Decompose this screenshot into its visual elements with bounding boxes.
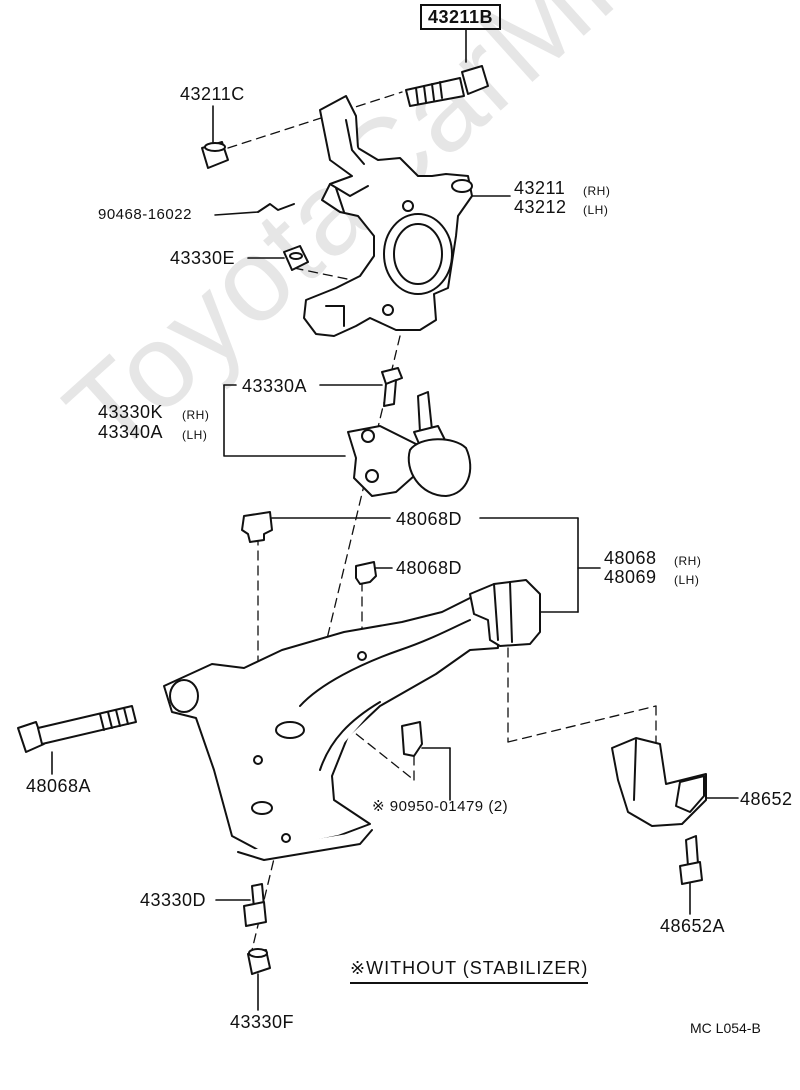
bolt-43330d <box>243 883 267 927</box>
bolt-48068a <box>17 705 137 753</box>
bracket-48652 <box>611 737 707 827</box>
nut-43211c <box>201 141 229 169</box>
bush-48068d-mid <box>355 561 377 585</box>
part-label-48069[interactable]: 48069 <box>604 567 657 587</box>
part-label-rh-2: (RH) <box>182 408 210 422</box>
part-label-43340a[interactable]: 43340A <box>98 422 164 442</box>
part-label-48068d-mid[interactable]: 48068D <box>396 558 463 578</box>
without-stabilizer-note: ※WITHOUT (STABILIZER) <box>350 958 589 984</box>
diagram-code: MC L054-B <box>690 1020 761 1036</box>
bolt-48652a <box>679 835 703 885</box>
part-label-lh: (LH) <box>583 203 609 217</box>
ball-joint <box>347 391 472 497</box>
part-label-lh-2: (LH) <box>182 428 208 442</box>
bolt-43330a <box>381 367 403 407</box>
part-label-43330a[interactable]: 43330A <box>242 376 308 396</box>
nut-43330f <box>247 948 271 975</box>
part-label-43211b[interactable]: 43211B <box>420 4 502 30</box>
part-label-43330k[interactable]: 43330K <box>98 402 164 422</box>
steering-knuckle <box>303 95 473 337</box>
part-label-43330d[interactable]: 43330D <box>140 890 207 910</box>
leader-lines <box>51 29 739 1011</box>
part-label-90468-16022[interactable]: 90468-16022 <box>98 206 192 223</box>
part-label-rh-3: (RH) <box>674 554 702 568</box>
part-label-43211[interactable]: 43211 <box>514 178 566 198</box>
part-label-48652[interactable]: 48652 <box>740 789 793 809</box>
part-label-48068a[interactable]: 48068A <box>26 776 92 796</box>
clip-90468 <box>257 203 295 213</box>
nut-43330e <box>283 245 309 271</box>
lower-control-arm <box>163 597 499 861</box>
part-label-48068[interactable]: 48068 <box>604 548 657 568</box>
part-label-43330e[interactable]: 43330E <box>170 248 236 268</box>
part-label-lh-3: (LH) <box>674 573 700 587</box>
part-label-90950-01479[interactable]: ※ 90950-01479 (2) <box>372 798 509 815</box>
part-label-48068d-top[interactable]: 48068D <box>396 509 463 529</box>
part-label-48652a[interactable]: 48652A <box>660 916 726 936</box>
part-label-rh: (RH) <box>583 184 611 198</box>
part-label-43211c[interactable]: 43211C <box>180 84 245 104</box>
part-label-43330f[interactable]: 43330F <box>230 1012 295 1032</box>
bush-48068d-top <box>241 511 273 543</box>
bush-90950 <box>401 721 423 757</box>
bolt-43211b <box>405 65 489 107</box>
bushing-48068 <box>469 579 541 647</box>
part-label-43212[interactable]: 43212 <box>514 197 567 217</box>
